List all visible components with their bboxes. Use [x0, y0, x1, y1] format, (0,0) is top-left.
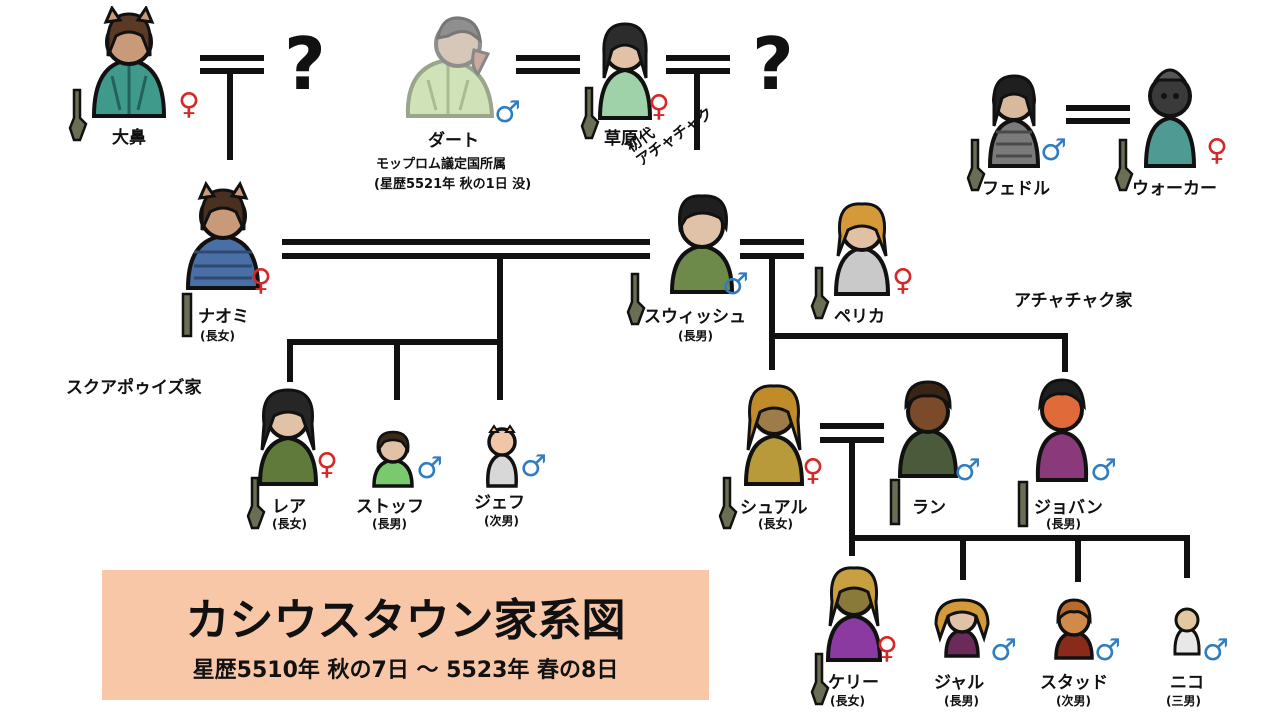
shuaru-name: シュアル: [740, 498, 808, 518]
kerry-role: (長女): [830, 694, 865, 708]
stud-male-symbol: ♂: [1094, 633, 1121, 668]
oohana-portrait: [91, 6, 167, 118]
shuaru-weapon-icon: [718, 476, 738, 530]
naomi-name: ナオミ: [198, 307, 249, 327]
unknown-spouse-left: ?: [284, 22, 326, 106]
dart-portrait: [405, 16, 495, 118]
naomi-female-symbol: ♀: [250, 263, 272, 298]
ran-weapon-icon: [889, 478, 901, 526]
fedoru-portrait: [987, 74, 1041, 168]
rea-name: レア: [272, 497, 306, 517]
swish-weapon-icon: [626, 272, 646, 326]
fedoru-name: フェドル: [982, 179, 1050, 199]
fedoru-weapon-icon: [966, 138, 986, 192]
jaru-portrait: [934, 598, 990, 658]
naomi-portrait: [185, 180, 261, 290]
fedoru-male-symbol: ♂: [1040, 133, 1067, 168]
stud-name: スタッド: [1040, 673, 1108, 693]
jaru-role: (長男): [944, 694, 979, 708]
jef-role: (次男): [484, 514, 519, 528]
skua-family-label: スクアポゥイズ家: [66, 378, 202, 398]
jobahn-name: ジョバン: [1034, 498, 1103, 518]
jaru-male-symbol: ♂: [990, 633, 1017, 668]
shuaru-portrait: [743, 384, 805, 486]
perika-name: ペリカ: [834, 307, 885, 327]
ran-portrait: [897, 380, 959, 478]
title-box: カシウスタウン家系図 星歴5510年 秋の7日 〜 5523年 春の8日: [102, 570, 709, 700]
stud-portrait: [1054, 598, 1094, 660]
shuaru-female-symbol: ♀: [802, 453, 824, 488]
jobahn-role: (長男): [1046, 517, 1081, 531]
jobahn-weapon-icon: [1017, 480, 1029, 528]
kerry-female-symbol: ♀: [876, 631, 898, 666]
naomi-weapon-icon: [181, 292, 193, 338]
sougen-female-symbol: ♀: [648, 89, 670, 124]
dart-affiliation: モップロム議定国所属: [376, 157, 507, 172]
stoff-male-symbol: ♂: [416, 451, 443, 486]
niko-portrait: [1173, 607, 1201, 656]
dart-male-symbol: ♂: [494, 95, 521, 130]
jobahn-male-symbol: ♂: [1090, 453, 1117, 488]
rea-role: (長女): [272, 517, 307, 531]
niko-role: (三男): [1166, 694, 1201, 708]
rea-portrait: [257, 388, 319, 486]
jef-name: ジェフ: [474, 493, 525, 513]
dart-name: ダート: [428, 131, 479, 151]
naomi-role: (長女): [200, 329, 235, 343]
perika-portrait: [833, 202, 891, 296]
rea-weapon-icon: [246, 476, 266, 530]
walker-weapon-icon: [1114, 138, 1134, 192]
stoff-name: ストッフ: [356, 497, 424, 517]
stoff-portrait: [372, 430, 414, 488]
oohana-weapon-icon: [68, 88, 88, 142]
jef-portrait: [486, 424, 518, 488]
diagram-period: 星歴5510年 秋の7日 〜 5523年 春の8日: [192, 658, 619, 683]
jef-male-symbol: ♂: [520, 449, 547, 484]
swish-name: スウィッシュ: [644, 307, 746, 327]
achacha-family-label: アチャチャク家: [1014, 291, 1133, 311]
stoff-role: (長男): [372, 517, 407, 531]
ran-male-symbol: ♂: [954, 453, 981, 488]
unknown-spouse-right: ?: [752, 22, 794, 106]
walker-name: ウォーカー: [1132, 179, 1217, 199]
perika-female-symbol: ♀: [892, 263, 914, 298]
walker-female-symbol: ♀: [1206, 133, 1228, 168]
rea-female-symbol: ♀: [316, 447, 338, 482]
dart-death-note: (星歴5521年 秋の1日 没): [374, 177, 532, 192]
jobahn-portrait: [1035, 378, 1089, 482]
niko-male-symbol: ♂: [1202, 633, 1229, 668]
oohana-name: 大鼻: [112, 128, 146, 148]
sougen-portrait: [597, 22, 653, 120]
kerry-name: ケリー: [828, 673, 879, 693]
swish-role: (長男): [678, 329, 713, 343]
diagram-title: カシウスタウン家系図: [185, 595, 626, 646]
niko-name: ニコ: [1170, 673, 1204, 693]
swish-portrait: [669, 194, 735, 294]
perika-weapon-icon: [810, 266, 830, 320]
jaru-name: ジャル: [934, 673, 985, 693]
sougen-weapon-icon: [580, 86, 600, 140]
shuaru-role: (長女): [758, 517, 793, 531]
swish-male-symbol: ♂: [722, 267, 749, 302]
stud-role: (次男): [1056, 694, 1091, 708]
kerry-weapon-icon: [810, 652, 830, 706]
walker-portrait: [1143, 68, 1197, 168]
ran-name: ラン: [912, 498, 946, 518]
kerry-portrait: [825, 566, 883, 662]
sougen-name: 草原: [604, 129, 638, 149]
oohana-female-symbol: ♀: [178, 87, 200, 122]
